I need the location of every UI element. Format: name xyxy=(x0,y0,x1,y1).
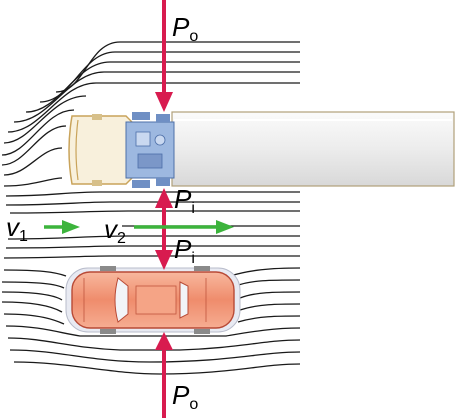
car-icon xyxy=(65,266,241,334)
v2-label: v2 xyxy=(104,214,126,247)
inner-pressure-label-upper: Pi xyxy=(174,184,195,217)
truck-trailer xyxy=(171,111,455,187)
v1-label: v1 xyxy=(6,212,28,245)
truck-engine xyxy=(125,121,175,179)
truck-icon xyxy=(68,111,455,188)
inner-pressure-label-lower: Pi xyxy=(174,234,195,267)
outer-pressure-label-bottom: Po xyxy=(172,380,198,413)
streamlines xyxy=(1,41,301,375)
velocity-arrows xyxy=(44,220,234,234)
pressure-arrows xyxy=(155,0,173,418)
truck-cab xyxy=(68,115,133,185)
outer-pressure-label-top: Po xyxy=(172,12,198,45)
